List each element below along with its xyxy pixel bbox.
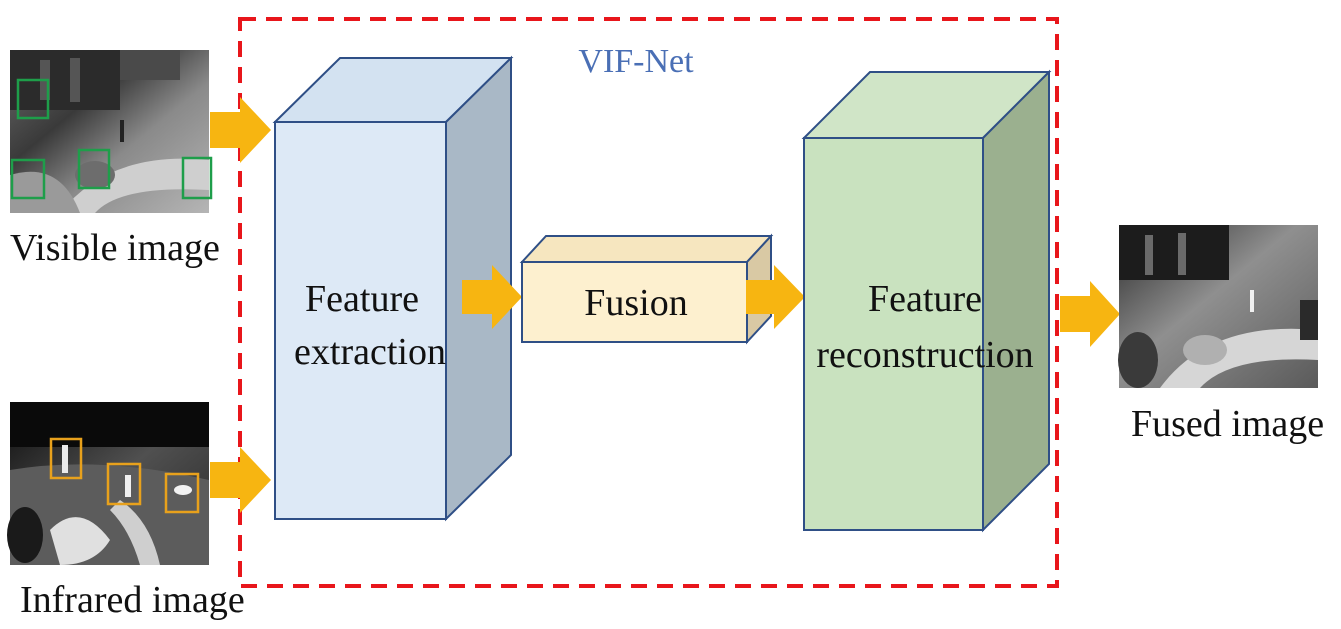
- feature-reconstruction-label-line1: Feature: [868, 278, 982, 320]
- fusion-block: Fusion: [519, 233, 774, 345]
- block-arrow-right-icon: [462, 265, 522, 329]
- fused-image: [1118, 225, 1318, 388]
- visible-image: [10, 50, 213, 213]
- visible-image-label: Visible image: [10, 227, 220, 269]
- vif-net-boundary: [238, 17, 1059, 588]
- infrared-marker-box: [49, 437, 83, 480]
- infrared-marker-box: [106, 462, 142, 506]
- feature-extraction-label-line2: extraction: [294, 331, 446, 373]
- feature-extraction-block: Feature extraction: [272, 55, 514, 522]
- fusion-label: Fusion: [584, 282, 687, 324]
- block-arrow-right-icon: [210, 97, 271, 163]
- block-arrow-right-icon: [210, 447, 271, 513]
- visible-marker-box: [77, 148, 111, 190]
- block-arrow-right-icon: [1060, 281, 1120, 347]
- visible-marker-box: [16, 78, 50, 120]
- infrared-marker-box: [164, 472, 200, 514]
- feature-reconstruction-block: Feature reconstruction: [801, 69, 1052, 533]
- infrared-image-label: Infrared image: [20, 579, 245, 621]
- fused-image-label: Fused image: [1131, 403, 1324, 445]
- feature-reconstruction-label-line2: reconstruction: [816, 334, 1033, 376]
- block-arrow-right-icon: [746, 265, 805, 329]
- visible-marker-box: [10, 158, 46, 200]
- visible-marker-box: [181, 156, 213, 200]
- network-title: VIF-Net: [578, 43, 694, 80]
- infrared-image: [7, 402, 209, 565]
- feature-extraction-label-line1: Feature: [305, 278, 419, 320]
